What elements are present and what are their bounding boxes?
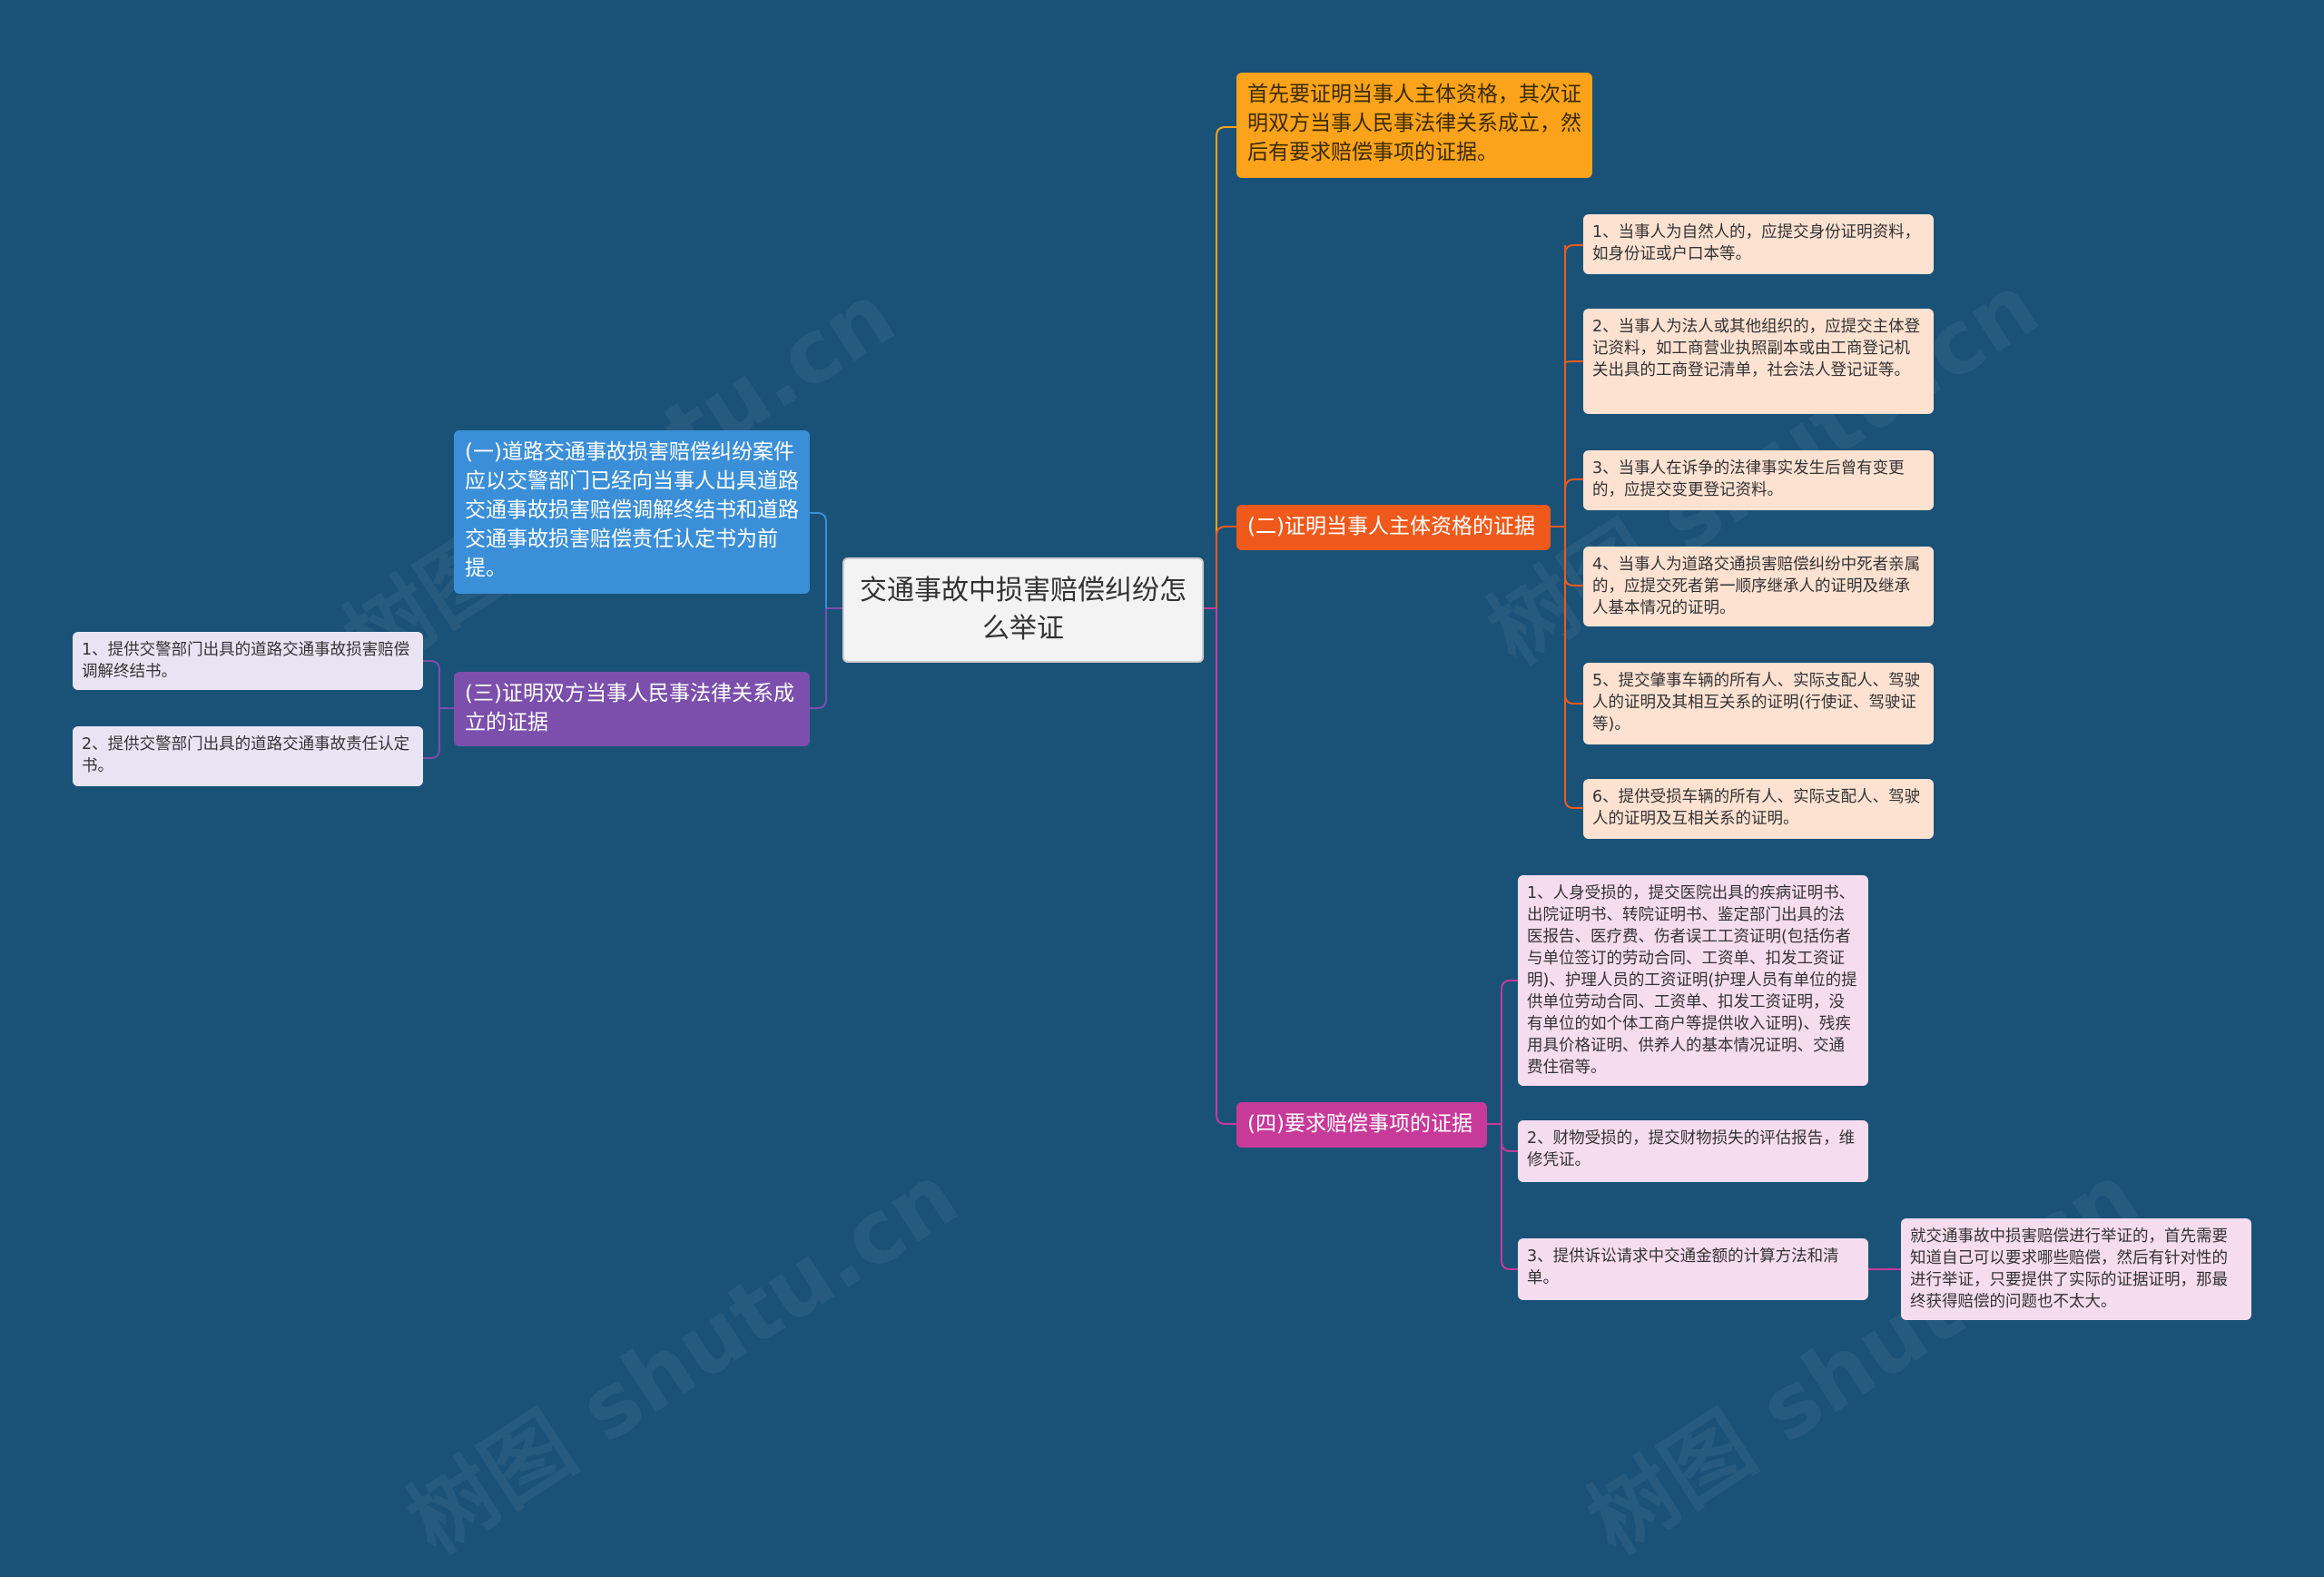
branch2-item-1[interactable]: 1、当事人为自然人的，应提交身份证明资料，如身份证或户口本等。	[1583, 214, 1934, 274]
branch4-item-2[interactable]: 2、财物受损的，提交财物损失的评估报告，维修凭证。	[1518, 1120, 1868, 1182]
branch2-item-6[interactable]: 6、提供受损车辆的所有人、实际支配人、驾驶人的证明及互相关系的证明。	[1583, 779, 1934, 839]
branch2-item-3[interactable]: 3、当事人在诉争的法律事实发生后曾有变更的，应提交变更登记资料。	[1583, 450, 1934, 510]
branch4-node[interactable]: (四)要求赔偿事项的证据	[1236, 1102, 1487, 1148]
branch2-item-4[interactable]: 4、当事人为道路交通损害赔偿纠纷中死者亲属的，应提交死者第一顺序继承人的证明及继…	[1583, 547, 1934, 626]
branch3-item-1[interactable]: 1、提供交警部门出具的道路交通事故损害赔偿调解终结书。	[73, 632, 423, 690]
top-note-node[interactable]: 首先要证明当事人主体资格，其次证明双方当事人民事法律关系成立，然后有要求赔偿事项…	[1236, 73, 1592, 178]
branch2-item-5[interactable]: 5、提交肇事车辆的所有人、实际支配人、驾驶人的证明及其相互关系的证明(行使证、驾…	[1583, 663, 1934, 744]
root-label: 交通事故中损害赔偿纠纷怎么举证	[860, 575, 1187, 645]
top-note-label: 首先要证明当事人主体资格，其次证明双方当事人民事法律关系成立，然后有要求赔偿事项…	[1247, 83, 1581, 164]
mindmap-canvas: 树图 shutu.cn 树图 shutu.cn 树图 shutu.cn 树图 s…	[73, 73, 2251, 1573]
watermark: 树图 shutu.cn	[1571, 1144, 2156, 1573]
final-note-node[interactable]: 就交通事故中损害赔偿进行举证的，首先需要知道自己可以要求哪些赔偿，然后有针对性的…	[1901, 1218, 2251, 1320]
branch2-node[interactable]: (二)证明当事人主体资格的证据	[1236, 505, 1551, 550]
root-node[interactable]: 交通事故中损害赔偿纠纷怎么举证	[842, 557, 1204, 663]
branch3-item-2[interactable]: 2、提供交警部门出具的道路交通事故责任认定书。	[73, 726, 423, 786]
branch4-item-3[interactable]: 3、提供诉讼请求中交通金额的计算方法和清单。	[1518, 1238, 1868, 1300]
branch3-node[interactable]: (三)证明双方当事人民事法律关系成立的证据	[454, 672, 810, 746]
watermark: 树图 shutu.cn	[390, 1144, 976, 1573]
branch1-node[interactable]: (一)道路交通事故损害赔偿纠纷案件应以交警部门已经向当事人出具道路交通事故损害赔…	[454, 430, 810, 594]
link-branch1	[810, 512, 827, 608]
branch2-label: (二)证明当事人主体资格的证据	[1247, 515, 1535, 538]
branch2-item-2[interactable]: 2、当事人为法人或其他组织的，应提交主体登记资料，如工商营业执照副本或由工商登记…	[1583, 309, 1934, 414]
link-branch3	[810, 608, 827, 709]
link-top-note	[1216, 126, 1236, 608]
branch1-label: (一)道路交通事故损害赔偿纠纷案件应以交警部门已经向当事人出具道路交通事故损害赔…	[465, 440, 799, 580]
link-branch4	[1216, 608, 1236, 1125]
connector-lines	[423, 126, 1901, 1270]
link-branch2	[1216, 526, 1236, 608]
branch3-label: (三)证明双方当事人民事法律关系成立的证据	[465, 682, 794, 734]
branch4-label: (四)要求赔偿事项的证据	[1247, 1112, 1472, 1136]
branch4-item-1[interactable]: 1、人身受损的，提交医院出具的疾病证明书、出院证明书、转院证明书、鉴定部门出具的…	[1518, 875, 1868, 1086]
